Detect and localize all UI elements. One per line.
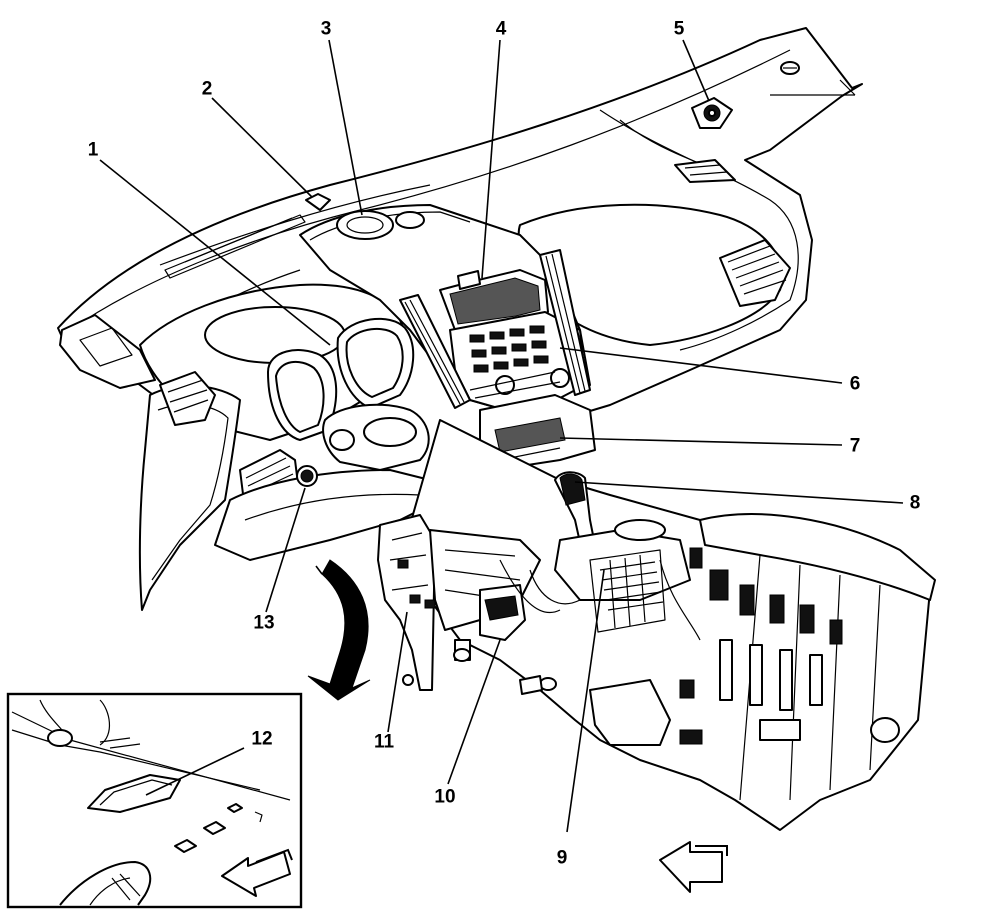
leader-10 xyxy=(447,639,501,785)
leader-8 xyxy=(574,481,904,504)
assembly-curved-arrow xyxy=(307,559,371,701)
leader-3 xyxy=(328,39,363,216)
sunload-sensor-component xyxy=(691,97,733,129)
leader-4 xyxy=(481,39,501,279)
callout-4: 4 xyxy=(495,18,507,40)
callout-12: 12 xyxy=(251,728,273,750)
leader-12 xyxy=(145,747,245,796)
callout-7: 7 xyxy=(849,435,861,457)
callout-13: 13 xyxy=(253,612,275,634)
leader-7 xyxy=(559,437,843,446)
instrument-panel-left xyxy=(59,314,441,611)
leader-9 xyxy=(566,569,605,833)
callout-6: 6 xyxy=(849,373,861,395)
callout-1: 1 xyxy=(87,139,99,161)
leader-13 xyxy=(265,487,306,613)
floor-console xyxy=(377,419,936,831)
center-stack xyxy=(299,204,596,471)
callout-5: 5 xyxy=(673,18,685,40)
leader-5 xyxy=(682,39,713,109)
detail-inset xyxy=(6,692,303,909)
leader-1 xyxy=(99,159,331,346)
callout-2: 2 xyxy=(201,78,213,100)
callout-8: 8 xyxy=(909,492,921,514)
leader-11 xyxy=(387,611,408,733)
callout-9: 9 xyxy=(556,847,568,869)
view-direction-arrow xyxy=(659,841,728,893)
leader-lines xyxy=(99,39,904,833)
leader-6 xyxy=(559,347,843,384)
leader-2 xyxy=(211,97,321,206)
component-2 xyxy=(305,193,331,211)
callout-10: 10 xyxy=(434,786,456,808)
callout-11: 11 xyxy=(373,731,395,753)
callout-3: 3 xyxy=(320,18,332,40)
